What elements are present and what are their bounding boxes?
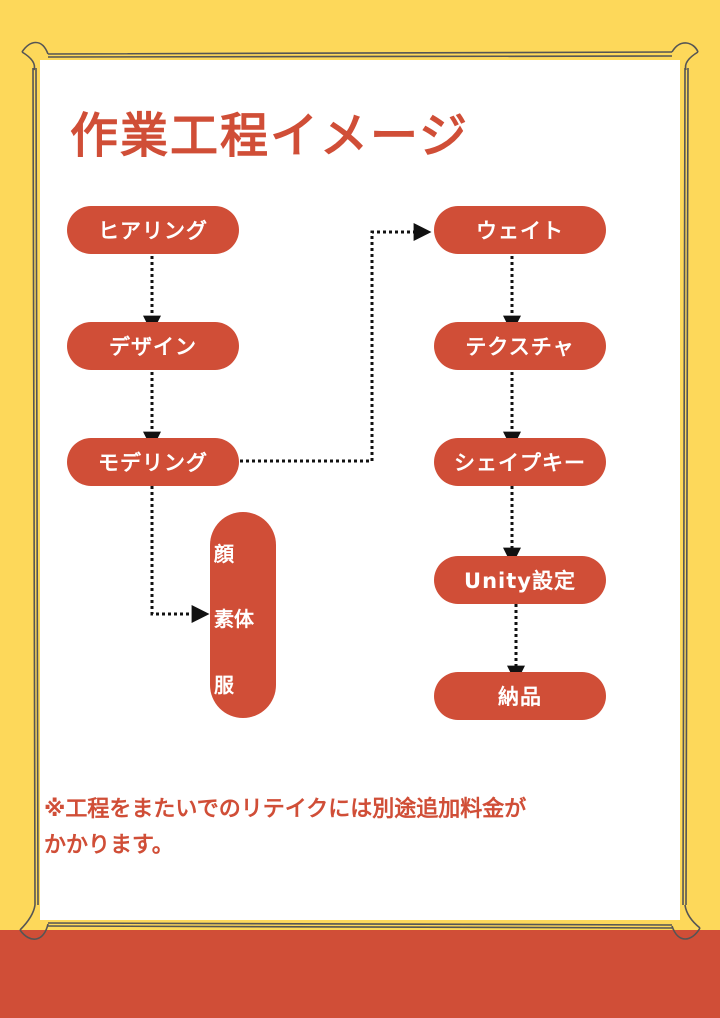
step-shape-key: シェイプキー xyxy=(434,438,606,486)
note-line-2: かかります。 xyxy=(44,833,174,858)
retake-note: ※工程をまたいでのリテイクには別途追加料金が かかります。 xyxy=(44,792,664,864)
part-clothes: 服 xyxy=(214,673,234,697)
part-face: 顔 xyxy=(214,542,234,566)
step-unity-setup: Unity設定 xyxy=(434,556,606,604)
step-hearing: ヒアリング xyxy=(67,206,239,254)
page-title: 作業工程イメージ xyxy=(70,108,470,164)
step-modeling: モデリング xyxy=(67,438,239,486)
part-body: 素体 xyxy=(214,607,254,631)
content-card xyxy=(40,60,680,920)
step-design: デザイン xyxy=(67,322,239,370)
step-delivery: 納品 xyxy=(434,672,606,720)
note-line-1: ※工程をまたいでのリテイクには別途追加料金が xyxy=(44,797,527,822)
modeling-parts-pill: 顔 素体 服 xyxy=(210,512,276,718)
step-weight: ウェイト xyxy=(434,206,606,254)
step-texture: テクスチャ xyxy=(434,322,606,370)
bottom-band xyxy=(0,930,720,1018)
